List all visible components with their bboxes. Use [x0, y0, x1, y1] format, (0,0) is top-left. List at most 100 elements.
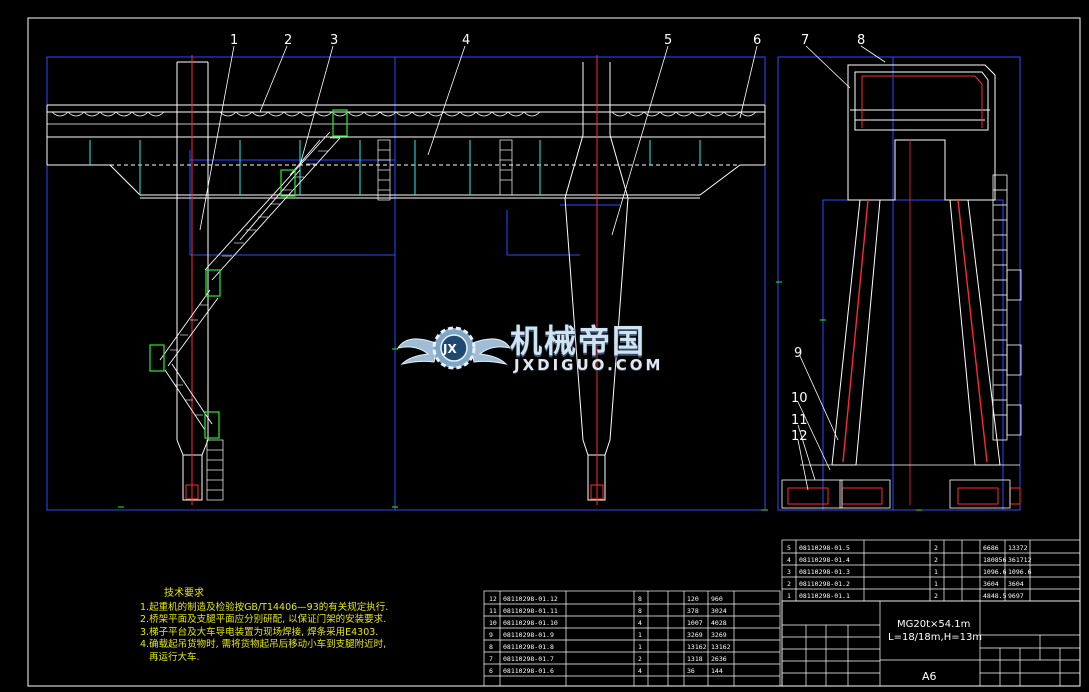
bom-right-cell: 08110298-01.1	[799, 592, 850, 600]
title-spec: L=18/18m,H=13m	[888, 632, 982, 643]
side-legs	[831, 199, 1001, 466]
bom-right-cell: 180856	[983, 556, 1007, 564]
badge-text: JX	[442, 342, 457, 356]
front-bogies	[185, 484, 604, 500]
bom-right-cell: 08110298-01.5	[799, 544, 850, 552]
requirement-item-4: 4.确载起吊货物时, 需将货物起吊后移动小车到支腿附近时,	[140, 639, 387, 650]
side-view-outline	[777, 56, 1021, 511]
bom-right-cell: 3604	[1008, 580, 1024, 588]
bom-left-cell: 8	[638, 607, 642, 615]
bom-right-cell: 1096.6	[1008, 568, 1032, 576]
callout-2: 2	[284, 33, 292, 48]
bom-left-cell: 08110298-01.10	[503, 619, 558, 627]
bom-right-cell: 2	[934, 544, 938, 552]
bom-left-cell: 1007	[687, 619, 703, 627]
bom-right-cell: 13372	[1008, 544, 1028, 552]
bom-left-cell: 378	[687, 607, 699, 615]
bom-right-cell: 3604	[983, 580, 999, 588]
bom-left-cell: 144	[711, 667, 723, 675]
callout-12: 12	[791, 429, 808, 444]
cyan-stiffeners	[89, 140, 701, 195]
bom-left-cell: 7	[489, 655, 493, 663]
callout-5: 5	[664, 33, 672, 48]
title-block	[781, 600, 1081, 687]
requirement-item-3: 3.梯子平台及大车导电装置为现场焊接, 焊条采用E4303.	[140, 626, 379, 638]
bom-right-cell: 9697	[1008, 592, 1024, 600]
callout-6: 6	[753, 33, 761, 48]
bom-right-cell: 2	[934, 556, 938, 564]
bom-right-cell: 4	[787, 556, 791, 564]
wing-left-icon	[396, 338, 439, 365]
bom-left-cell: 12	[489, 595, 497, 603]
bom-right-cell: 1	[934, 568, 938, 576]
bom-right-cell: 08110298-01.3	[799, 568, 850, 576]
bom-left-cell: 3269	[711, 631, 727, 639]
requirement-item-1: 1.起重机的制造及检验按GB/T14406—93的有关规定执行.	[140, 601, 389, 613]
requirement-item-2: 2.桥架平面及支腿平面应分别研配, 以保证门架的安装要求.	[140, 614, 387, 625]
bom-left-cell: 08110298-01.12	[503, 595, 558, 603]
callout-8: 8	[857, 33, 865, 48]
bom-left-cell: 4	[638, 619, 642, 627]
callout-4: 4	[462, 33, 470, 48]
bom-right-cell: 1	[934, 580, 938, 588]
bridge-girder	[46, 104, 766, 199]
bom-left-cell: 10	[489, 619, 497, 627]
bom-left-cell: 2	[638, 655, 642, 663]
bom-table-right	[781, 539, 1081, 687]
ladder-left	[206, 139, 513, 501]
bom-left-cell: 9	[489, 631, 493, 639]
bom-left-cell: 3024	[711, 607, 727, 615]
bom-right-cell: 5	[787, 544, 791, 552]
technical-requirements: 技术要求 1.起重机的制造及检验按GB/T14406—93的有关规定执行. 2.…	[140, 588, 470, 664]
watermark-url: JXDIGUO.COM	[514, 356, 664, 374]
bom-left-cell: 08110298-01.8	[503, 643, 554, 651]
bom-left-cell: 36	[687, 667, 695, 675]
bom-left-cell: 2636	[711, 655, 727, 663]
right-support-leg	[564, 62, 629, 501]
callout-leaders-side	[797, 45, 886, 491]
bom-left-cell: 13162	[687, 643, 707, 651]
callout-leaders-front	[199, 45, 758, 236]
bom-left-cell: 1	[638, 643, 642, 651]
access-staircase	[159, 131, 341, 431]
front-dimension-marks	[118, 348, 768, 511]
bom-left-cell: 3269	[687, 631, 703, 639]
bom-right-cell: 4848.5	[983, 592, 1007, 600]
bom-right-cell: 2	[787, 580, 791, 588]
bom-right-cell: 6686	[983, 544, 999, 552]
bom-right-cell: 1096.6	[983, 568, 1007, 576]
bom-left-cell: 08110298-01.9	[503, 631, 554, 639]
callout-3: 3	[330, 33, 338, 48]
side-elevation-view	[776, 45, 1022, 511]
title-model: MG20t×54.1m	[897, 619, 970, 630]
bom-left-cell: 1318	[687, 655, 703, 663]
bom-left-cell: 1	[638, 631, 642, 639]
bom-left-cell: 08110298-01.11	[503, 607, 558, 615]
bom-left-cell: 08110298-01.7	[503, 655, 554, 663]
watermark-emblem: JX	[396, 326, 512, 370]
bom-left-cell: 11	[489, 607, 497, 615]
watermark: 机械帝国 JXDIGUO.COM	[398, 310, 698, 380]
front-view-outline	[46, 56, 766, 511]
bom-right-cell: 361712	[1008, 556, 1032, 564]
wing-right-icon	[469, 338, 512, 365]
side-ladder	[992, 174, 1022, 441]
bom-left-cell: 120	[687, 595, 699, 603]
requirement-item-5: 再运行大车.	[140, 651, 200, 663]
bom-left-cell: 8	[638, 595, 642, 603]
trolley-frame	[847, 64, 996, 201]
title-sheet: A6	[922, 670, 937, 683]
watermark-brand: 机械帝国	[510, 322, 647, 360]
bom-right-cell: 08110298-01.2	[799, 580, 850, 588]
bom-left-cell: 4	[638, 667, 642, 675]
callout-11: 11	[791, 413, 808, 428]
bom-left-cell: 13162	[711, 643, 731, 651]
bom-table-left	[483, 590, 781, 687]
bom-left-cell: 6	[489, 667, 493, 675]
green-landings	[149, 109, 348, 439]
callout-numbers: 1 2 3 4 5 6 7 8 9 10 11 12	[230, 33, 865, 444]
stair-treads	[170, 137, 340, 416]
